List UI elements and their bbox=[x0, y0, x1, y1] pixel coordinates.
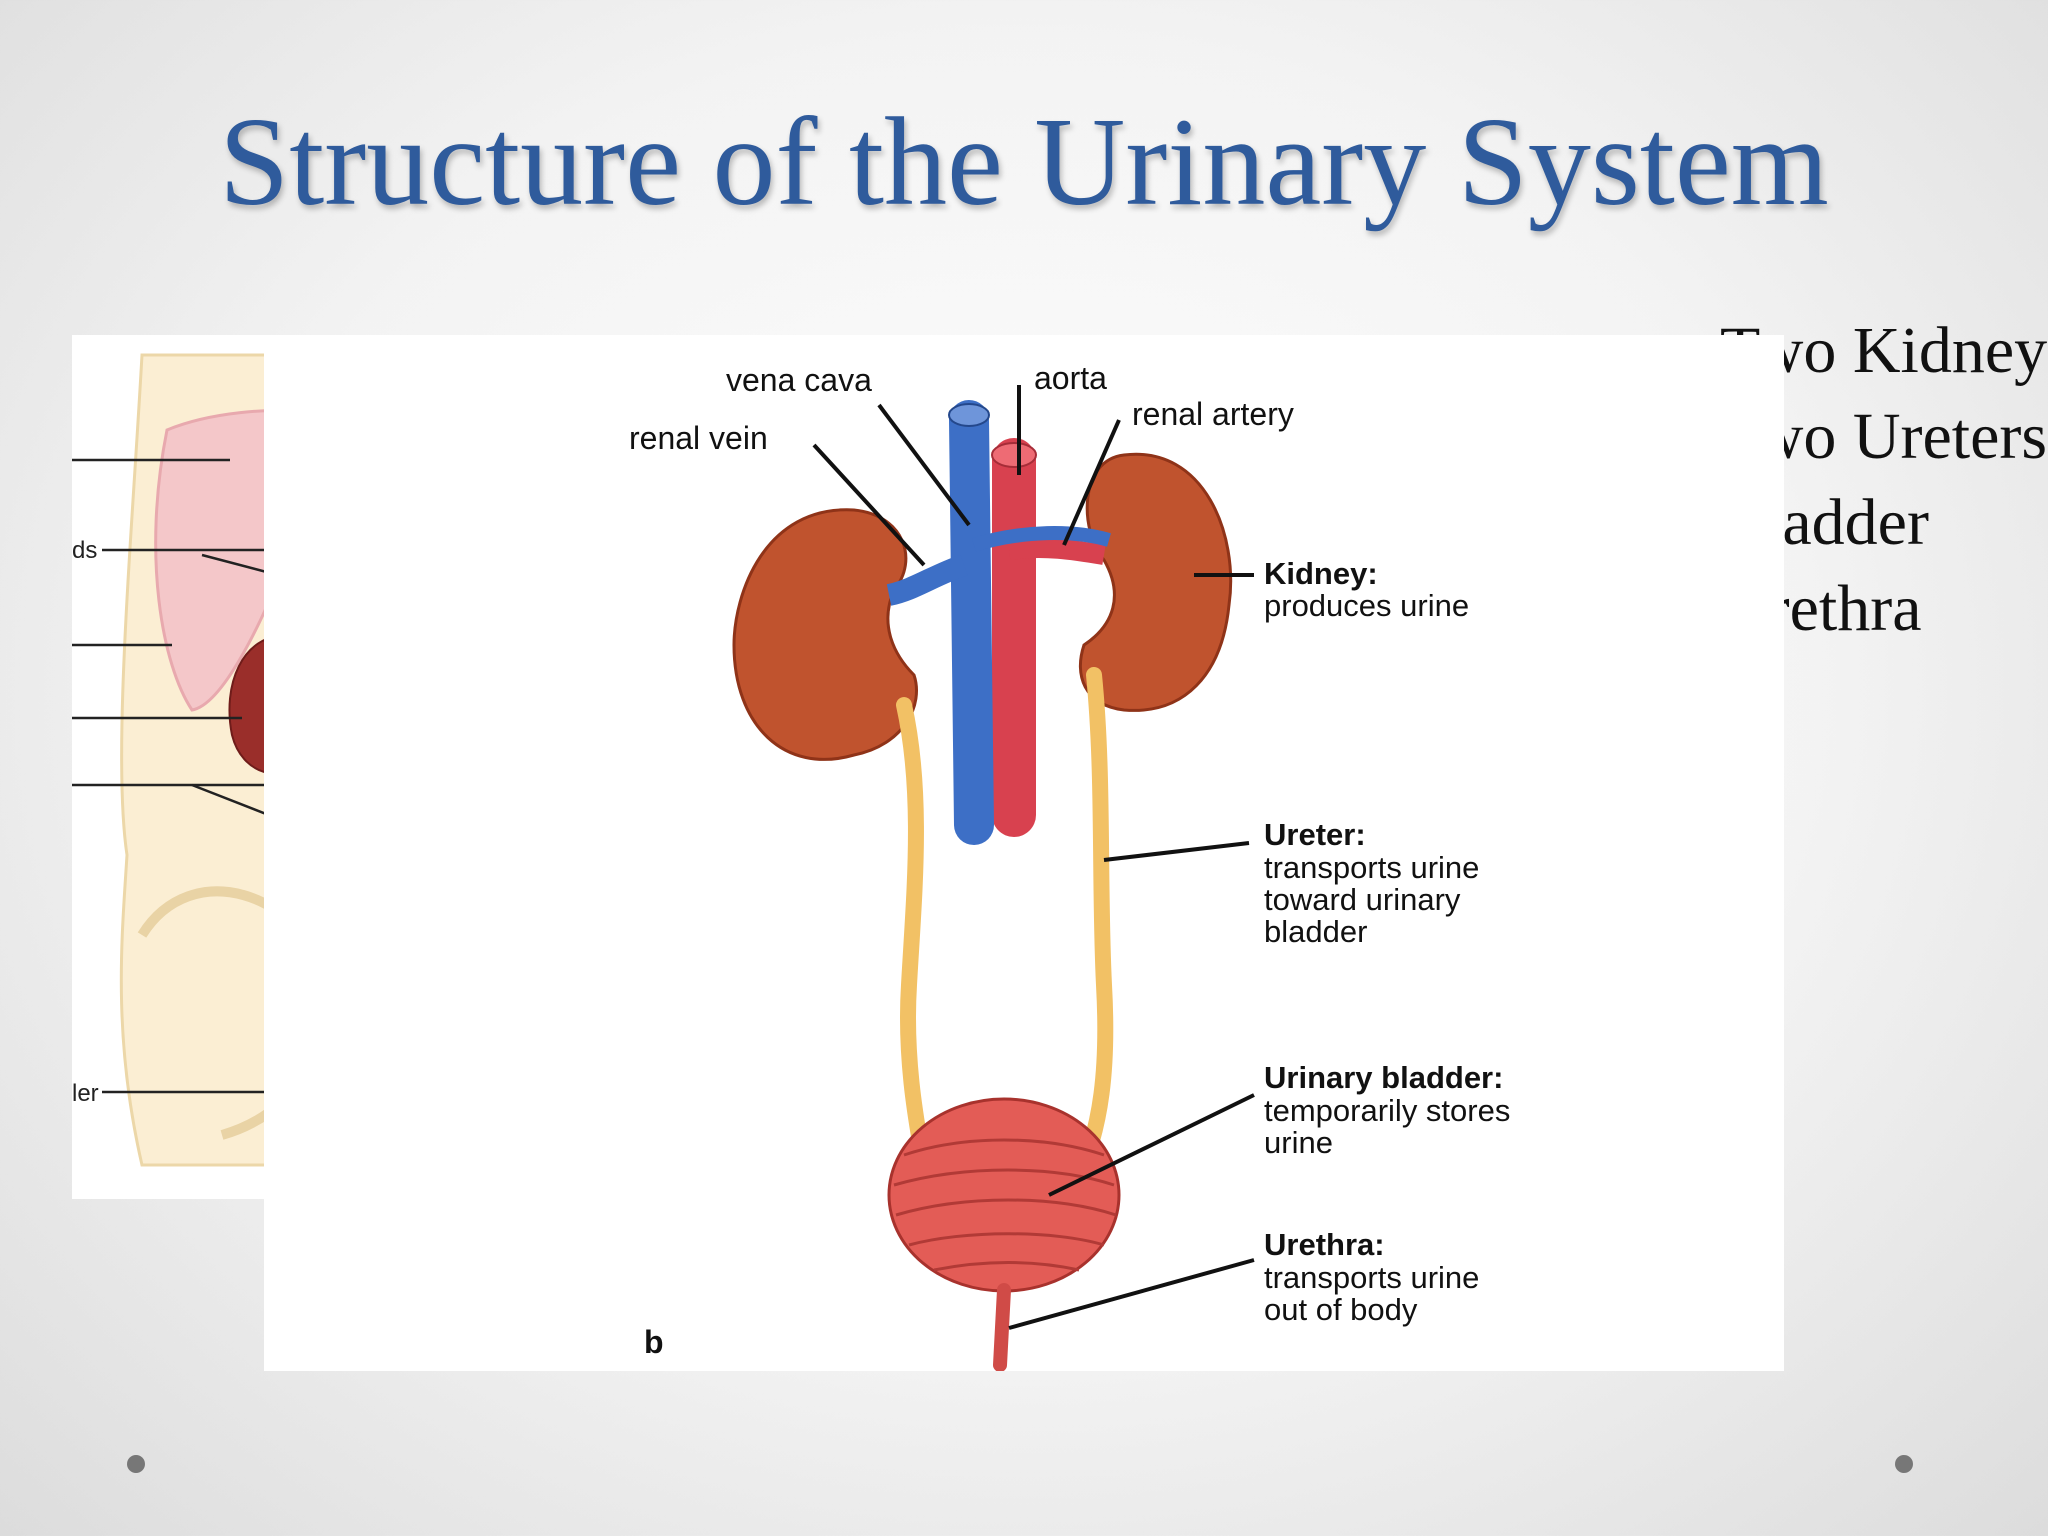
partial-label-adrenal: ds bbox=[72, 537, 97, 564]
aorta-opening bbox=[991, 442, 1037, 468]
urinary-system-svg: vena cava aorta renal vein renal artery … bbox=[629, 360, 1519, 1372]
urinary-system-diagram: vena cava aorta renal vein renal artery … bbox=[264, 335, 1784, 1372]
renal-vein-right bbox=[971, 526, 1111, 552]
ureter-name: Ureter: bbox=[1264, 817, 1366, 852]
right-kidney bbox=[1078, 452, 1233, 712]
kidney-desc: produces urine bbox=[1264, 588, 1469, 623]
vena-cava bbox=[949, 400, 994, 845]
panel-letter: b bbox=[644, 1324, 664, 1360]
vena-cava-opening bbox=[948, 403, 990, 427]
left-kidney bbox=[732, 508, 918, 761]
renal-artery-label: renal artery bbox=[1132, 396, 1294, 432]
right-ureter bbox=[1076, 667, 1114, 1173]
bladder-desc-1: temporarily stores bbox=[1264, 1093, 1510, 1128]
bladder-desc-2: urine bbox=[1264, 1125, 1333, 1160]
bladder-label: Urinary bladder: temporarily stores urin… bbox=[1264, 1060, 1519, 1160]
bladder-name: Urinary bladder: bbox=[1264, 1060, 1503, 1095]
renal-vein-left bbox=[886, 554, 968, 606]
vena-cava-label: vena cava bbox=[726, 362, 872, 398]
urethra-desc-2: out of body bbox=[1264, 1292, 1418, 1327]
partial-label-bladder: ler bbox=[72, 1080, 99, 1107]
slide-title: Structure of the Urinary System bbox=[219, 93, 1829, 232]
bladder-muscle-lines bbox=[893, 1138, 1117, 1272]
renal-vein-label: renal vein bbox=[629, 420, 768, 456]
kidney-label: Kidney: produces urine bbox=[1264, 556, 1469, 623]
leader-lines bbox=[812, 385, 1255, 1330]
left-ureter bbox=[896, 697, 932, 1173]
urethra-label: Urethra: transports urine out of body bbox=[1264, 1227, 1488, 1327]
ureter-desc-1: transports urine bbox=[1264, 850, 1479, 885]
renal-artery bbox=[1007, 537, 1106, 565]
corner-dot-left bbox=[127, 1455, 145, 1473]
corner-dot-right bbox=[1895, 1455, 1913, 1473]
kidney-name: Kidney: bbox=[1264, 556, 1378, 591]
urethra-name: Urethra: bbox=[1264, 1227, 1385, 1262]
urethra-desc-1: transports urine bbox=[1264, 1260, 1479, 1295]
urethra bbox=[993, 1283, 1011, 1372]
aorta-label: aorta bbox=[1034, 360, 1107, 396]
ureter-desc-3: bladder bbox=[1264, 914, 1367, 949]
ureter-desc-2: toward urinary bbox=[1264, 882, 1461, 917]
ureter-label: Ureter: transports urine toward urinary … bbox=[1264, 817, 1488, 949]
